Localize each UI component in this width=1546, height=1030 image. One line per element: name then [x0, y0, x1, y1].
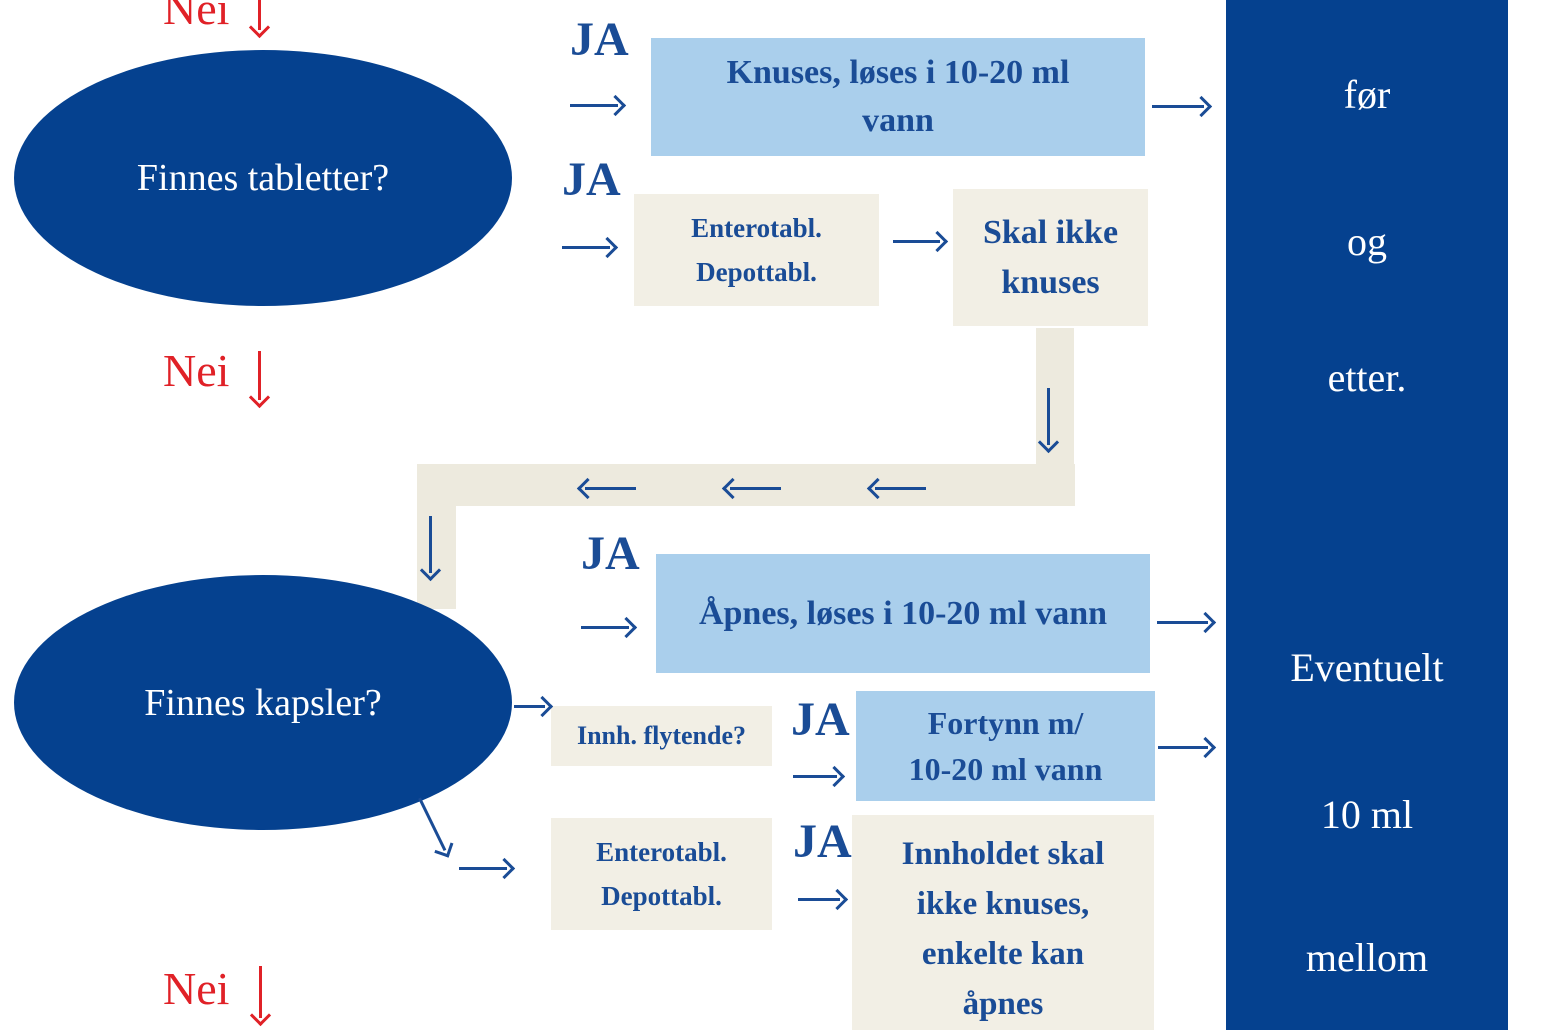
decision-capsules: Finnes kapsler?: [14, 575, 512, 830]
box-innholdet-line: Innholdet skal: [901, 836, 1105, 872]
box-innholdet: Innholdet skal ikke knuses, enkelte kan …: [852, 815, 1154, 1030]
box-enterotabl-2: Enterotabl. Depottabl.: [551, 818, 772, 930]
box-enterotabl-2-line: Enterotabl.: [596, 837, 727, 867]
ja-label-2: JA: [562, 153, 621, 206]
ja-label-4: JA: [791, 693, 850, 746]
arrow-diagonal-capsules-down-icon: [420, 798, 448, 855]
box-skal-ikke-knuses: Skal ikke knuses: [953, 189, 1148, 326]
box-innholdet-line: åpnes: [962, 986, 1044, 1022]
column-label-eventuelt: Eventuelt: [1290, 645, 1444, 690]
nei-label-bottom: Nei: [163, 963, 230, 1014]
decision-capsules-label: Finnes kapsler?: [144, 681, 382, 724]
decision-tablets-label: Finnes tabletter?: [136, 157, 390, 199]
column-label-after: etter.: [1327, 355, 1407, 400]
connector-vertical-strip-left: [417, 464, 456, 609]
box-apnes-line: Åpnes, løses i 10-20 ml vann: [698, 594, 1108, 632]
ja-label-1: JA: [570, 13, 629, 66]
box-enterotabl-1: Enterotabl. Depottabl.: [634, 194, 879, 306]
box-innh-flytende-line: Innh. flytende?: [576, 721, 747, 750]
box-apnes: Åpnes, løses i 10-20 ml vann: [656, 554, 1150, 673]
box-enterotabl-1-line: Depottabl.: [696, 257, 817, 287]
box-skal-ikke-knuses-line: knuses: [1001, 263, 1100, 301]
box-knuses-line: Knuses, løses i 10-20 ml: [726, 54, 1070, 91]
decision-tablets: Finnes tabletter?: [14, 50, 512, 306]
box-fortynn: Fortynn m/ 10-20 ml vann: [856, 691, 1155, 801]
nei-label-middle: Nei: [163, 345, 230, 396]
box-fortynn-line: Fortynn m/: [927, 705, 1084, 741]
box-innh-flytende: Innh. flytende?: [551, 706, 772, 766]
box-enterotabl-1-line: Enterotabl.: [691, 213, 822, 243]
box-innholdet-line: enkelte kan: [921, 936, 1085, 972]
timing-column: før og etter. Eventuelt 10 ml mellom: [1226, 0, 1508, 1030]
column-label-10ml: 10 ml: [1320, 792, 1414, 837]
box-skal-ikke-knuses-line: Skal ikke: [982, 213, 1119, 251]
column-label-before: før: [1343, 72, 1391, 117]
nei-label-top: Nei: [163, 0, 230, 34]
box-knuses: Knuses, løses i 10-20 ml vann: [651, 38, 1145, 156]
ja-label-5: JA: [793, 815, 852, 868]
box-knuses-line: vann: [862, 102, 934, 139]
box-innholdet-line: ikke knuses,: [916, 886, 1090, 922]
ja-label-3: JA: [581, 527, 640, 580]
connector-horizontal-strip: [417, 464, 1075, 506]
column-label-mellom: mellom: [1305, 935, 1429, 980]
column-label-and: og: [1347, 219, 1387, 264]
box-enterotabl-2-line: Depottabl.: [601, 881, 722, 911]
box-fortynn-line: 10-20 ml vann: [908, 751, 1103, 787]
